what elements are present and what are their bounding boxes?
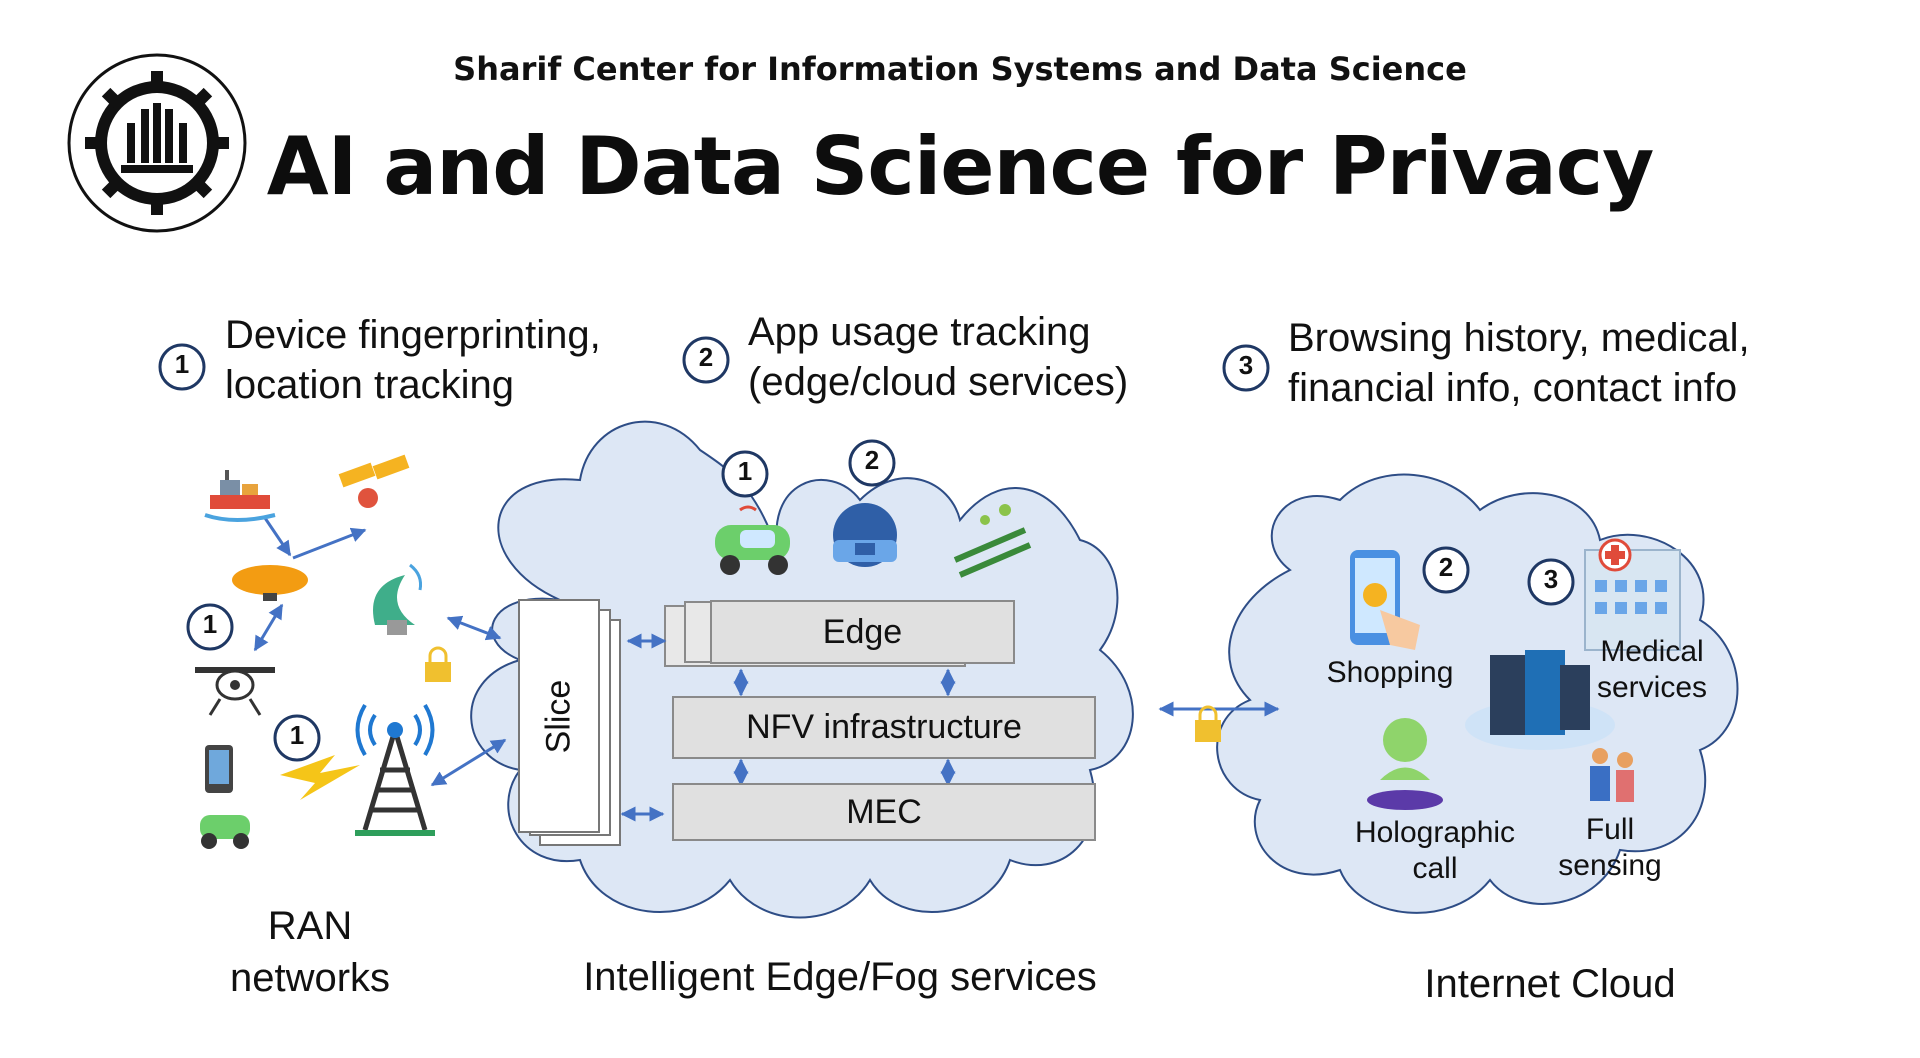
vehicle-icon bbox=[200, 815, 250, 849]
service-line: services bbox=[1596, 671, 1708, 704]
marker-number: 2 bbox=[1438, 552, 1454, 582]
hologram-icon bbox=[1367, 718, 1443, 810]
category-line: Browsing history, medical, bbox=[1288, 316, 1750, 360]
service-line: Shopping bbox=[1326, 656, 1454, 689]
slice-panel: Slice bbox=[519, 600, 599, 832]
phone-icon bbox=[205, 745, 233, 793]
ran-label-line: RAN bbox=[267, 904, 353, 948]
marker-number: 3 bbox=[1543, 564, 1559, 594]
category-line: location tracking bbox=[225, 363, 515, 407]
marker-number: 1 bbox=[202, 609, 218, 639]
server-cloud-icon bbox=[1465, 650, 1615, 750]
category-text-1: Device fingerprinting, location tracking bbox=[225, 310, 601, 410]
lock-icon bbox=[425, 646, 451, 682]
cloud-label: Internet Cloud bbox=[1424, 962, 1676, 1006]
category-line: Device fingerprinting, bbox=[225, 313, 601, 357]
ran-label-line: networks bbox=[229, 956, 391, 1000]
slice-stack bbox=[518, 599, 621, 846]
category-markers bbox=[158, 336, 1575, 762]
satellite-dish-icon bbox=[373, 563, 422, 635]
people-sensing-icon bbox=[1590, 748, 1634, 802]
category-line: financial info, contact info bbox=[1288, 366, 1738, 410]
category-line: App usage tracking bbox=[748, 310, 1091, 354]
cell-tower-icon bbox=[355, 703, 435, 836]
marker-number: 1 bbox=[289, 720, 305, 750]
marker-number: 2 bbox=[864, 445, 880, 475]
shopping-phone-icon bbox=[1350, 550, 1420, 650]
nfv-layer-box: NFV infrastructure bbox=[672, 696, 1096, 759]
service-line: call bbox=[1412, 852, 1458, 885]
category-number: 1 bbox=[174, 349, 190, 379]
marker-number: 1 bbox=[737, 456, 753, 486]
institution-name: Sharif Center for Information Systems an… bbox=[453, 50, 1467, 88]
service-label-sensing: Full sensing bbox=[1530, 812, 1690, 884]
service-line: Full bbox=[1585, 813, 1635, 846]
slice-label: Slice bbox=[539, 679, 578, 753]
service-line: sensing bbox=[1558, 849, 1662, 882]
connected-car-icon bbox=[715, 505, 790, 575]
connection-arrows bbox=[253, 517, 1280, 822]
service-line: Holographic bbox=[1354, 816, 1516, 849]
institute-gear-logo bbox=[67, 53, 247, 233]
hospital-icon bbox=[1584, 538, 1681, 651]
edge-label: Intelligent Edge/Fog services bbox=[583, 955, 1097, 999]
satellite-icon bbox=[338, 454, 410, 508]
service-line: Medical bbox=[1600, 635, 1704, 668]
edge-layer-box: Edge bbox=[710, 600, 1015, 664]
airship-icon bbox=[232, 565, 308, 601]
ship-icon bbox=[204, 470, 276, 522]
drone-icon bbox=[195, 667, 275, 716]
lock-icon bbox=[1195, 705, 1221, 742]
category-text-3: Browsing history, medical, financial inf… bbox=[1288, 313, 1750, 413]
category-number: 3 bbox=[1238, 350, 1254, 380]
lightning-icon bbox=[280, 755, 360, 800]
service-label-holographic: Holographic call bbox=[1345, 815, 1525, 887]
service-label-medical: Medical services bbox=[1572, 634, 1732, 706]
page-title: AI and Data Science for Privacy bbox=[266, 120, 1655, 213]
smart-farm-icon bbox=[953, 504, 1032, 578]
category-text-2: App usage tracking (edge/cloud services) bbox=[748, 307, 1128, 407]
category-number: 2 bbox=[698, 342, 714, 372]
ran-label: RAN networks bbox=[200, 900, 420, 1004]
category-line: (edge/cloud services) bbox=[748, 360, 1129, 404]
service-label-shopping: Shopping bbox=[1310, 655, 1470, 691]
ar-headset-icon bbox=[833, 503, 897, 567]
mec-layer-box: MEC bbox=[672, 783, 1096, 841]
